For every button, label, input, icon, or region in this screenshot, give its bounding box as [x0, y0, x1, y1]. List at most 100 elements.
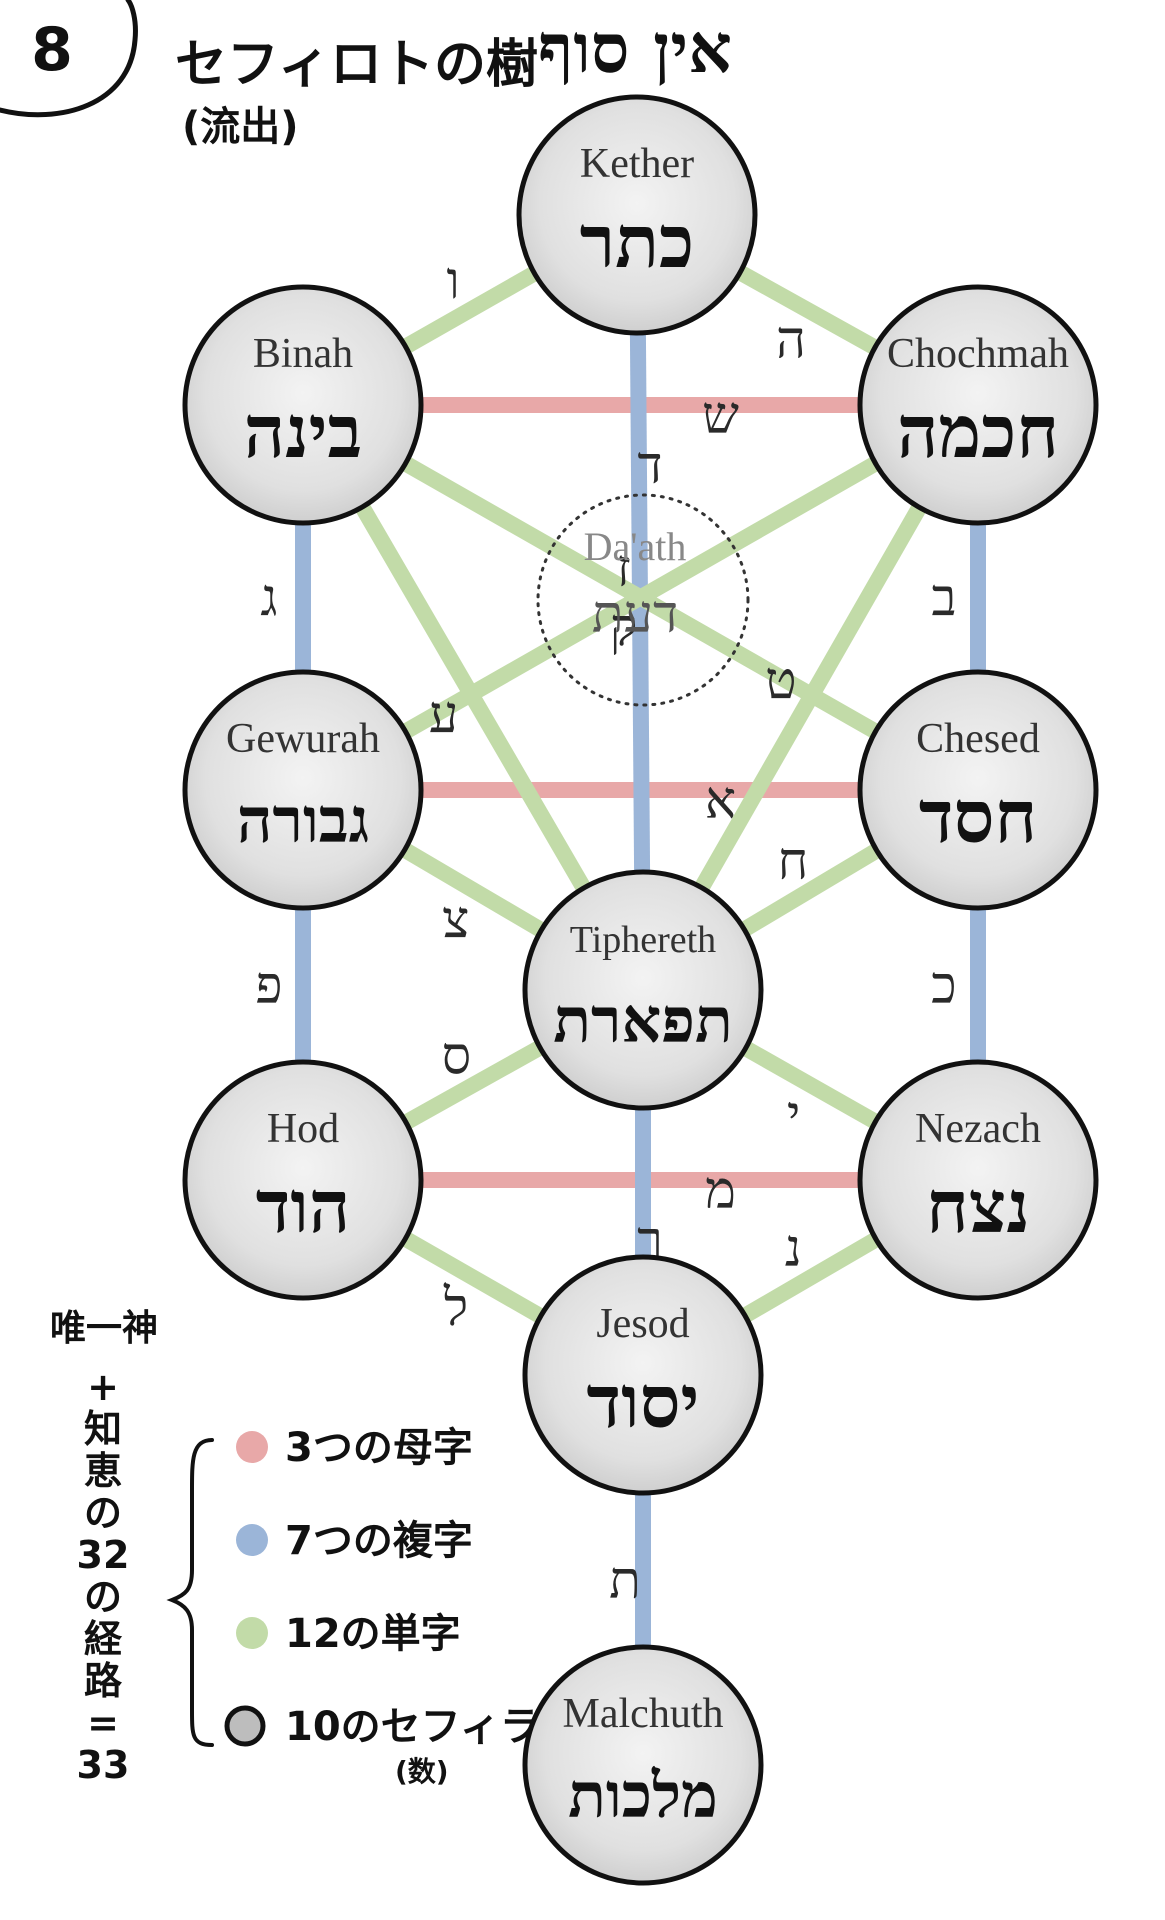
sephira-sphere	[857, 1059, 1099, 1301]
legend-label: 10のセフィラ	[285, 1704, 540, 1750]
sephira-jesod: Jesod יסוד	[522, 1254, 764, 1496]
legend-label: 3つの母字	[285, 1425, 473, 1471]
sephira-name: Nezach	[915, 1106, 1041, 1152]
path-letter: כ	[931, 956, 956, 1016]
sephiroth-layer: KetherכתרBinahבינהChochmahחכמהDa'athדעתG…	[182, 94, 1099, 1886]
path-letter: ל	[443, 1278, 468, 1338]
path-letter: ק	[610, 598, 638, 658]
path-letter: ה	[776, 311, 806, 371]
sephira-binah: Binah בינה	[182, 284, 424, 526]
sephira-name: Kether	[580, 141, 694, 187]
side-note-char: 経	[84, 1617, 123, 1661]
side-note-char: の	[84, 1575, 122, 1619]
legend-swatch	[224, 1705, 266, 1747]
path-letter: נ	[785, 1219, 802, 1279]
path-letter: ת	[609, 1551, 641, 1611]
sephira-hebrew: גבורה	[237, 784, 369, 857]
legend-item-node: 10のセフィラ (数)	[224, 1704, 540, 1788]
side-note-char: +	[87, 1365, 119, 1409]
sephira-hebrew: הוד	[256, 1164, 350, 1249]
sephira-hebrew: מלכות	[568, 1759, 718, 1832]
sephira-sphere	[857, 669, 1099, 911]
legend: 3つの母字 7つの複字 12の単字 10のセフィラ (数)	[224, 1425, 540, 1788]
path-letter: ש	[702, 386, 739, 446]
sephira-hebrew: חכמה	[897, 389, 1059, 474]
path-letter: ו	[447, 251, 460, 311]
sephira-hebrew: נצח	[926, 1164, 1030, 1249]
page-subtitle: (流出)	[182, 104, 299, 150]
sephira-kether: Kether כתר	[516, 94, 758, 336]
path-letter: ט	[765, 652, 796, 712]
sephira-hebrew: תפארת	[553, 984, 733, 1057]
sephira-sphere	[522, 869, 764, 1111]
sephira-hebrew: דעת	[592, 585, 678, 645]
sephira-nezach: Nezach נצח	[857, 1059, 1099, 1301]
sephira-name: Gewurah	[226, 716, 380, 762]
legend-item-simple: 12の単字	[236, 1611, 461, 1657]
path-letter: ד	[637, 436, 662, 496]
sephira-sphere	[516, 94, 758, 336]
path-letter: ז	[616, 539, 631, 599]
sephira-name: Malchuth	[563, 1691, 724, 1737]
legend-swatch	[236, 1524, 268, 1556]
path-letter: פ	[255, 956, 282, 1016]
sephira-chesed: Chesed חסד	[857, 669, 1099, 911]
sephira-daath: Da'ath דעת	[536, 493, 750, 707]
sephira-hebrew: כתר	[580, 199, 694, 284]
path-letter: מ	[705, 1161, 736, 1221]
legend-label: 12の単字	[285, 1611, 461, 1657]
sephira-hod: Hod הוד	[182, 1059, 424, 1301]
path-letter: ב	[931, 569, 956, 629]
side-note-char: 33	[77, 1743, 130, 1787]
path-letter: ג	[260, 569, 277, 629]
legend-item-double: 7つの複字	[236, 1518, 473, 1564]
path-chochmah-gewurah	[299, 398, 982, 797]
side-note-char: 路	[84, 1659, 123, 1703]
sephira-sphere	[182, 1059, 424, 1301]
sephira-name: Binah	[253, 331, 353, 377]
side-note-char: 32	[77, 1533, 130, 1577]
side-note-line: 唯一神	[50, 1308, 158, 1349]
sephira-name: Hod	[267, 1106, 339, 1152]
sephira-malchuth: Malchuth מלכות	[522, 1644, 764, 1886]
side-note-char: =	[87, 1701, 119, 1745]
legend-brace	[166, 1438, 214, 1747]
legend-swatch	[236, 1617, 268, 1649]
sephira-name: Da'ath	[584, 524, 687, 569]
side-note-char: 知	[84, 1407, 122, 1451]
sephira-hebrew: יסוד	[587, 1359, 700, 1444]
sephira-sphere	[522, 1254, 764, 1496]
path-letter: ס	[442, 1026, 472, 1086]
sephira-name: Tiphereth	[570, 919, 716, 961]
sephira-sphere	[857, 284, 1099, 526]
sephira-sphere	[182, 284, 424, 526]
path-letter: י	[787, 1086, 801, 1146]
page-number-badge: 8	[0, 0, 138, 118]
side-note-char: 恵	[84, 1449, 122, 1493]
sephira-sphere	[182, 669, 424, 911]
sephira-hebrew: חסד	[919, 774, 1037, 859]
sephira-tiphereth: Tiphereth תפארת	[522, 869, 764, 1111]
page-title: セフィロトの樹	[175, 35, 538, 95]
sephira-gewurah: Gewurah גבורה	[182, 669, 424, 911]
sephira-hebrew: בינה	[244, 389, 362, 474]
legend-label: 7つの複字	[285, 1518, 473, 1564]
path-letter: ח	[778, 832, 809, 892]
path-letter: צ	[442, 890, 469, 950]
path-letter: א	[705, 771, 736, 831]
legend-swatch	[236, 1431, 268, 1463]
page-number: 8	[31, 15, 73, 85]
sephira-name: Chesed	[916, 716, 1040, 762]
legend-sublabel: (数)	[395, 1755, 449, 1788]
sephira-name: Chochmah	[887, 331, 1069, 377]
sephira-sphere	[522, 1644, 764, 1886]
sephira-name: Jesod	[596, 1301, 689, 1347]
legend-item-mother: 3つの母字	[236, 1425, 473, 1471]
sephira-chochmah: Chochmah חכמה	[857, 284, 1099, 526]
side-note-char: の	[84, 1491, 122, 1535]
path-letter: ע	[429, 686, 458, 746]
daath-dotted-circle	[536, 493, 750, 707]
